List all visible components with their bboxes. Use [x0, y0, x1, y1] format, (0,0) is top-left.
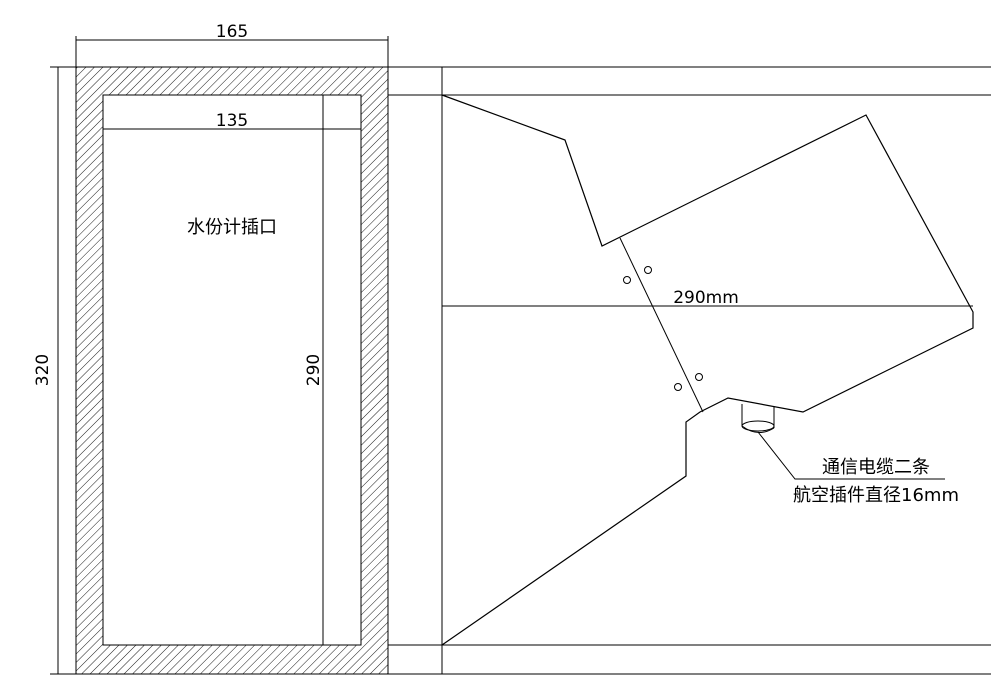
housing-outline — [442, 95, 973, 645]
aviation-connector — [742, 404, 774, 433]
probe-axis-line — [620, 238, 703, 412]
dim-290mm-label: 290mm — [673, 288, 739, 308]
right-section-view — [50, 67, 991, 674]
dim-165-label: 165 — [216, 22, 248, 42]
hole-4 — [696, 374, 703, 381]
hatched-wall — [76, 67, 388, 674]
dim-290-label: 290 — [304, 354, 324, 386]
left-section-view — [76, 67, 388, 674]
cable-leader-line — [758, 432, 945, 479]
dimension-outer-height: 320 — [33, 67, 76, 674]
moisture-meter-slot-label: 水份计插口 — [187, 217, 277, 238]
hole-2 — [645, 267, 652, 274]
cable-note-line1: 通信电缆二条 — [822, 457, 930, 478]
hole-3 — [675, 384, 682, 391]
dim-320-label: 320 — [33, 354, 53, 386]
dimension-outer-width: 165 — [76, 22, 388, 67]
cable-note-line2: 航空插件直径16mm — [793, 485, 959, 506]
hole-1 — [624, 277, 631, 284]
dim-135-label: 135 — [216, 111, 248, 131]
